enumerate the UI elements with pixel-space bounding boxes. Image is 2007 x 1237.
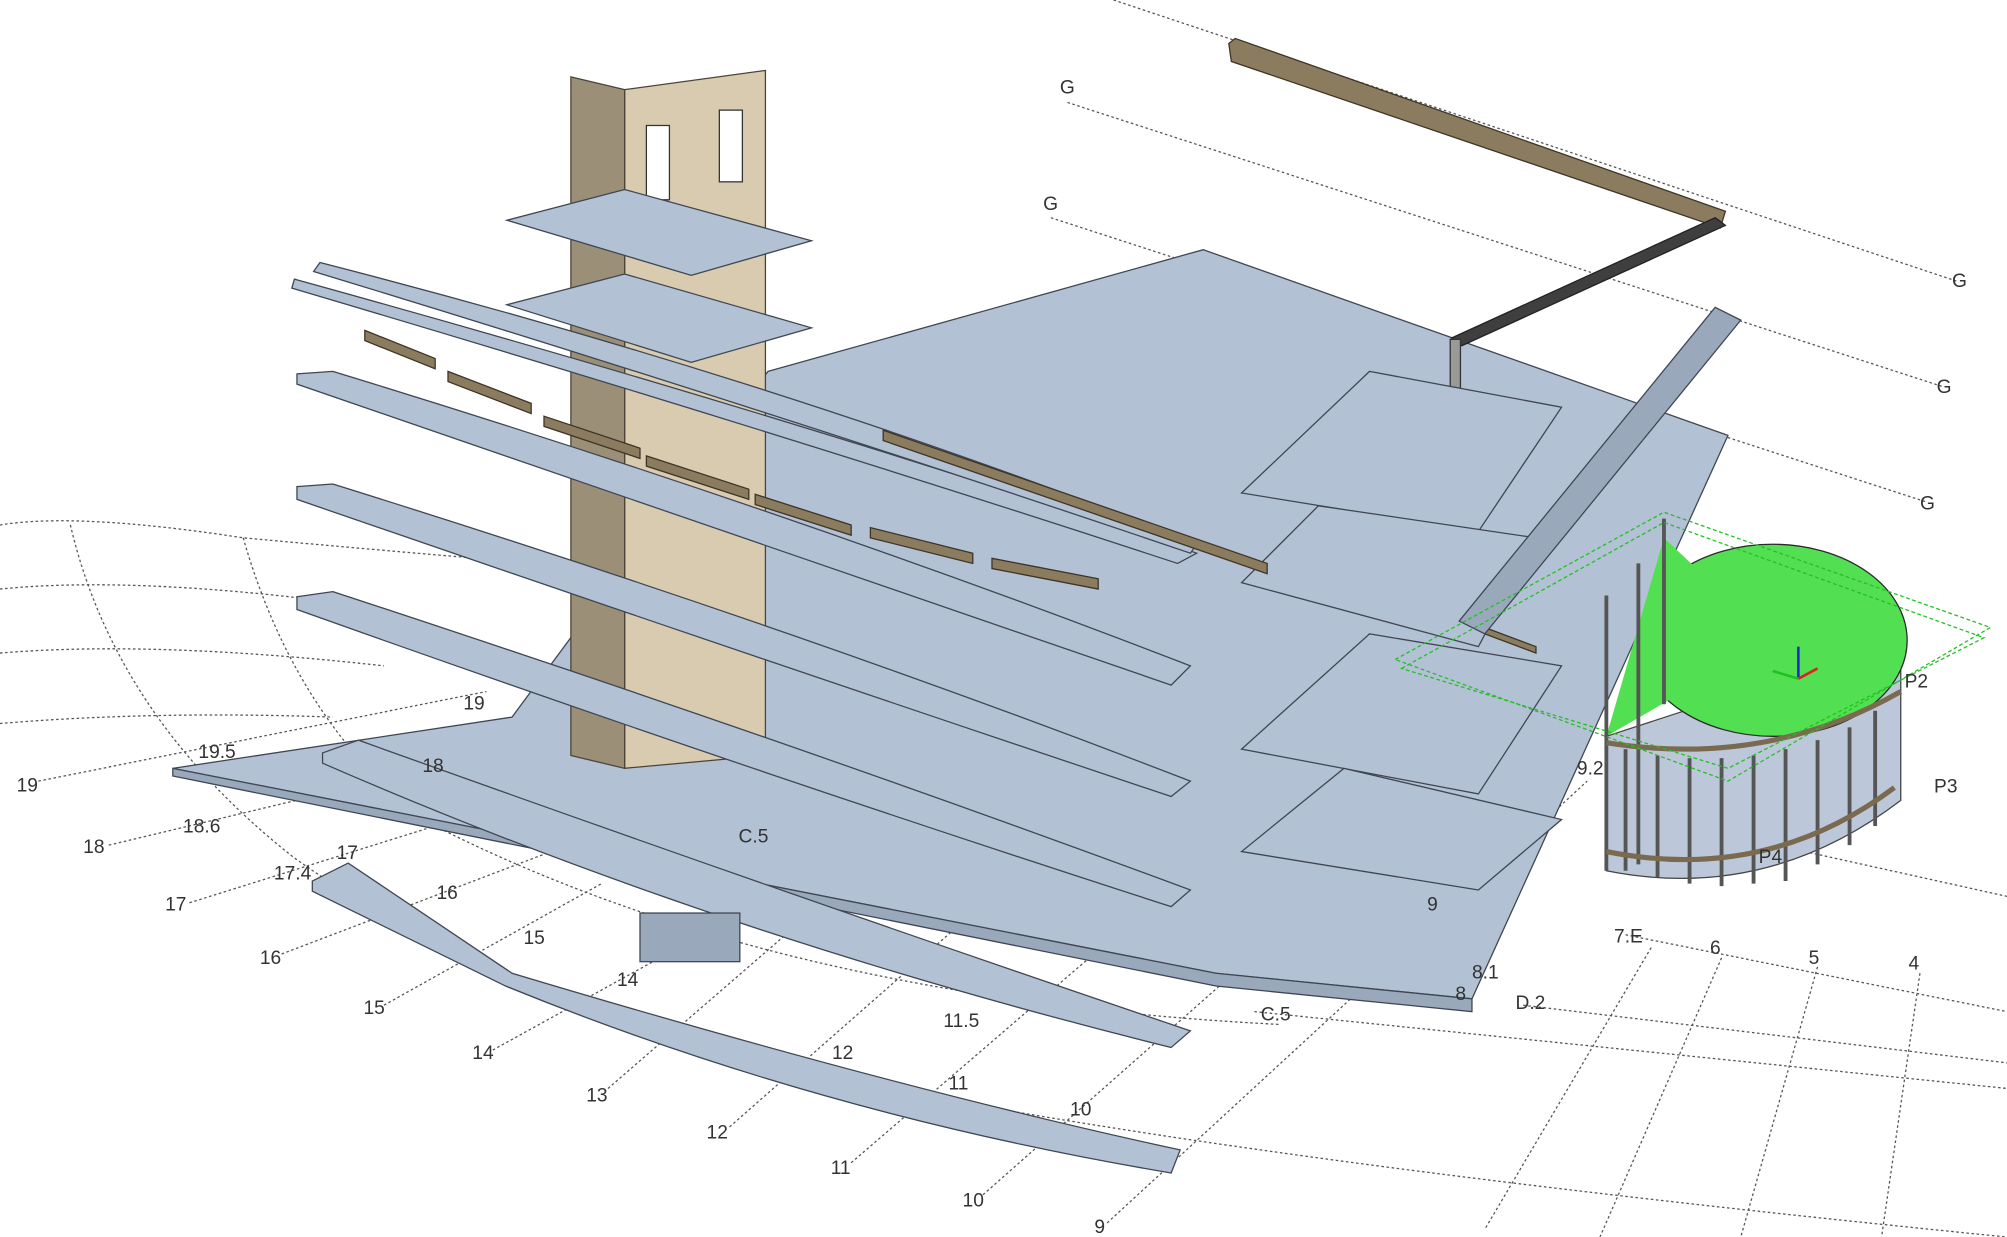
stepped-slab[interactable] <box>1240 633 1563 795</box>
grid-label: 8 <box>1455 984 1466 1005</box>
grid-label: 9 <box>1094 1217 1105 1237</box>
curved-slab[interactable] <box>296 590 1192 908</box>
grid-label: 6 <box>1710 938 1721 959</box>
grid-label: 18 <box>83 837 104 858</box>
stepped-slab[interactable] <box>1240 767 1563 891</box>
grid-labels: G G G G G 19 19.5 18 18.6 17 17.4 17 16 … <box>17 77 1967 1237</box>
grid-label: 12 <box>707 1122 728 1143</box>
grid-label: 10 <box>963 1190 984 1211</box>
grid-label: 18.6 <box>183 816 220 837</box>
grid-label: 8.1 <box>1472 962 1499 983</box>
grid-label: 15 <box>524 928 545 949</box>
steel-beam[interactable] <box>1450 216 1727 347</box>
curved-slab[interactable] <box>296 483 1192 798</box>
grid-label: P4 <box>1759 847 1783 868</box>
floor-slab-edge <box>172 767 1473 1013</box>
curved-slab[interactable] <box>312 261 1198 554</box>
grid-label: 17 <box>337 843 358 864</box>
grid-label: 4 <box>1908 953 1919 974</box>
grid-label: 17 <box>165 894 186 915</box>
curved-slab[interactable] <box>296 370 1192 686</box>
stepped-slab[interactable] <box>1240 505 1537 648</box>
window-opening <box>645 124 671 201</box>
grid-label: 15 <box>364 998 385 1019</box>
grid-label: G <box>1060 77 1075 98</box>
grid-label: 19 <box>17 775 38 796</box>
grid-label: 7.E <box>1614 926 1643 947</box>
curved-slab[interactable] <box>291 278 1199 565</box>
grid-label: 16 <box>260 948 281 969</box>
grid-label: C.5 <box>1261 1005 1291 1026</box>
grid-label: 19 <box>463 693 484 714</box>
window-opening <box>718 109 744 183</box>
grid-label: 18 <box>422 756 443 777</box>
axis-gizmo-icon <box>1772 646 1819 680</box>
grid-label: G <box>1920 494 1935 515</box>
grid-label: 19.5 <box>198 742 235 763</box>
grid-label: P3 <box>1934 777 1957 798</box>
grid-label: 14 <box>617 970 639 991</box>
grid-label: 16 <box>436 883 457 904</box>
grid-label: 13 <box>586 1085 607 1106</box>
grid-label: 9 <box>1427 894 1438 915</box>
grid-label: 11.5 <box>943 1011 979 1032</box>
grid-label: G <box>1952 271 1967 292</box>
steel-column[interactable] <box>1449 338 1462 392</box>
sloped-rail[interactable] <box>1458 306 1742 635</box>
roof-beam[interactable] <box>1228 37 1727 229</box>
slab-block <box>639 912 741 963</box>
pavilion-posts <box>1623 710 1878 887</box>
grid-label: 11 <box>831 1158 851 1179</box>
grid-label: 11 <box>948 1074 968 1095</box>
grid-label: 9.2 <box>1577 759 1604 780</box>
grid-label: 5 <box>1809 948 1820 969</box>
grid-label: G <box>1937 377 1952 398</box>
wood-joists[interactable] <box>364 329 1537 654</box>
grid-label: 17.4 <box>274 864 312 885</box>
grid-label: 14 <box>472 1043 494 1064</box>
grid-label: 10 <box>1070 1099 1091 1120</box>
grid-label: 12 <box>832 1043 853 1064</box>
grid-label: C.5 <box>739 827 769 848</box>
curved-slab[interactable] <box>311 862 1182 1174</box>
grid-label: D.2 <box>1515 993 1545 1014</box>
curved-slab[interactable] <box>321 739 1192 1049</box>
grid-label: P2 <box>1905 672 1928 693</box>
round-pavilion[interactable] <box>1393 511 1992 887</box>
grid-label: G <box>1043 194 1058 215</box>
